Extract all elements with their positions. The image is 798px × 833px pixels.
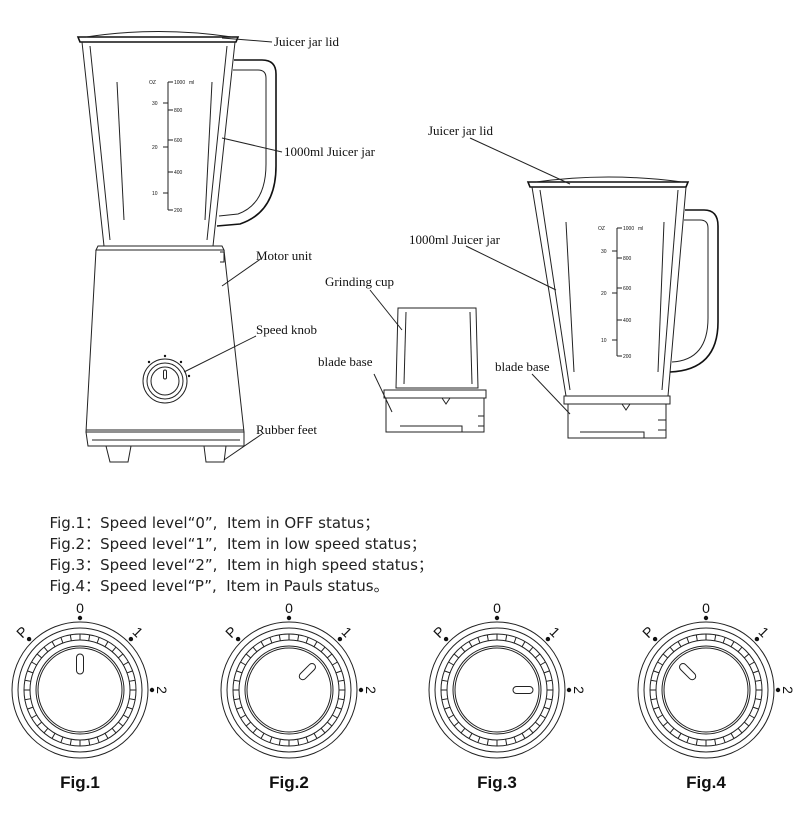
caption-status: Item in low speed status； <box>226 535 426 553</box>
scale-ml-tick: 600 <box>174 138 183 144</box>
caption-status: Item in high speed status； <box>226 556 433 574</box>
scale-unit-ml: ml <box>189 80 194 86</box>
scale-oz-tick: 10 <box>601 338 607 344</box>
label-grinding-cup: Grinding cup <box>325 274 394 289</box>
scale-unit-oz: OZ <box>598 226 605 232</box>
scale-ml-tick: 1000 <box>623 226 634 232</box>
rubber-feet <box>105 445 227 463</box>
caption-line: Fig.2：Speed level“1”, Item in low speed … <box>40 516 426 554</box>
label-juicer-jar-lid-2: Juicer jar lid <box>428 123 493 138</box>
callouts: Juicer jar lid 1000ml Juicer jar Motor u… <box>183 34 571 461</box>
label-juicer-jar-1: 1000ml Juicer jar <box>284 144 376 159</box>
scale-oz-tick: 30 <box>152 101 158 107</box>
scale-ml-tick: 800 <box>174 108 183 114</box>
figure-label: Fig.4 <box>686 773 726 792</box>
caption-line: Fig.3：Speed level“2”, Item in high speed… <box>40 537 433 575</box>
dial-mark-zero: 0 <box>702 600 710 616</box>
label-juicer-jar-2: 1000ml Juicer jar <box>409 232 501 247</box>
juicer-jar-lid-1 <box>76 31 240 43</box>
caption-sep: ： <box>85 514 101 532</box>
caption-level: Speed level“P”, <box>100 577 217 595</box>
caption-level: Speed level“0”, <box>100 514 218 532</box>
caption-line: Fig.4：Speed level“P”, Item in Pauls stat… <box>40 558 389 596</box>
juicer-jar-2: OZ ml 1000 800 600 400 200 30 20 10 <box>531 186 719 397</box>
scale-oz-tick: 20 <box>601 291 607 297</box>
figure-label: Fig.3 <box>477 773 517 792</box>
scale-unit-oz: OZ <box>149 80 156 86</box>
scale-oz-tick: 10 <box>152 191 158 197</box>
caption-sep: ： <box>85 556 101 574</box>
label-blade-base-1: blade base <box>318 354 373 369</box>
speed-knob-1 <box>142 354 191 404</box>
measuring-scale-1: OZ ml 1000 800 600 400 200 30 20 10 <box>149 80 194 214</box>
scale-ml-tick: 800 <box>623 256 632 262</box>
juicer-jar-lid-2 <box>526 176 690 188</box>
scale-ml-tick: 200 <box>623 354 632 360</box>
scale-oz-tick: 30 <box>601 249 607 255</box>
scale-ml-tick: 400 <box>623 318 632 324</box>
blade-base-1 <box>383 389 487 433</box>
blender-jar-right: OZ ml 1000 800 600 400 200 30 20 10 <box>526 176 719 439</box>
dial-mark-two: 2 <box>571 686 587 694</box>
dial-mark-zero: 0 <box>493 600 501 616</box>
blender-assembled: OZ ml 1000 800 600 400 200 30 20 10 <box>76 31 277 463</box>
dial-mark-zero: 0 <box>76 600 84 616</box>
dial-pointer <box>679 663 697 681</box>
juicer-jar-1: OZ ml 1000 800 600 400 200 30 20 10 <box>81 41 277 247</box>
scale-oz-tick: 20 <box>152 145 158 151</box>
scale-unit-ml: ml <box>638 226 643 232</box>
scale-ml-tick: 400 <box>174 170 183 176</box>
caption-sep: ： <box>85 577 101 595</box>
measuring-scale-2: OZ ml 1000 800 600 400 200 30 20 10 <box>598 226 643 360</box>
caption-level: Speed level“1”, <box>100 535 218 553</box>
dial-mark-two: 2 <box>780 686 796 694</box>
dial-mark-zero: 0 <box>285 600 293 616</box>
dial-mark-two: 2 <box>154 686 170 694</box>
dial-mark-two: 2 <box>363 686 379 694</box>
caption-fig: Fig.3 <box>49 556 86 574</box>
caption-fig: Fig.2 <box>49 535 86 553</box>
caption-status: Item in Pauls status。 <box>226 577 389 595</box>
dial-pointer <box>76 653 84 675</box>
caption-fig: Fig.4 <box>49 577 86 595</box>
scale-ml-tick: 200 <box>174 208 183 214</box>
caption-status: Item in OFF status； <box>226 514 380 532</box>
dial-pointer <box>298 663 316 681</box>
label-motor-unit: Motor unit <box>256 248 312 263</box>
figure-label: Fig.2 <box>269 773 309 792</box>
scale-ml-tick: 600 <box>623 286 632 292</box>
label-blade-base-2: blade base <box>495 359 550 374</box>
label-juicer-jar-lid-1: Juicer jar lid <box>274 34 339 49</box>
grinding-cup <box>395 307 479 389</box>
caption-fig: Fig.1 <box>49 514 86 532</box>
dial-pointer <box>512 686 534 694</box>
caption-level: Speed level“2”, <box>100 556 218 574</box>
label-speed-knob: Speed knob <box>256 322 317 337</box>
label-rubber-feet: Rubber feet <box>256 422 317 437</box>
blade-base-2 <box>563 395 671 439</box>
scale-ml-tick: 1000 <box>174 80 185 86</box>
motor-unit <box>85 245 245 447</box>
caption-line: Fig.1：Speed level“0”, Item in OFF status… <box>40 495 380 533</box>
caption-sep: ： <box>85 535 101 553</box>
figure-label: Fig.1 <box>60 773 100 792</box>
